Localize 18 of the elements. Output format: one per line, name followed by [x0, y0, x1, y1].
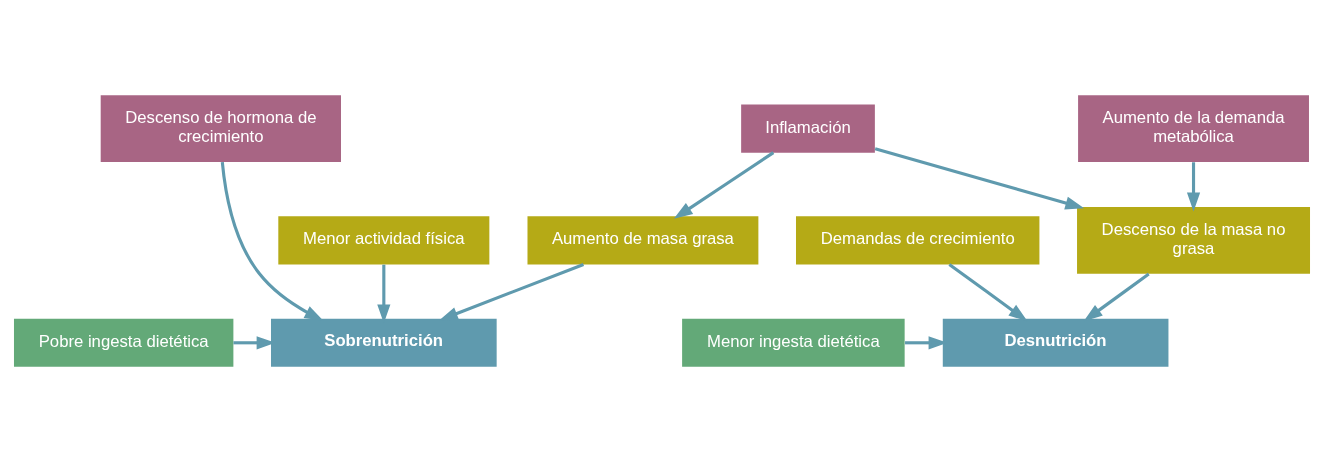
node-box: Demandas de crecimiento: [796, 215, 1040, 264]
arrow: [874, 146, 1085, 209]
node-box: Descenso de hormona de crecimiento: [100, 94, 341, 162]
arrow: [1083, 272, 1150, 321]
arrow: [1186, 161, 1201, 211]
node-box: Sobrenutrición: [271, 318, 497, 367]
node-box: Aumento de la demanda metabólica: [1078, 94, 1309, 162]
node-box: Menor ingesta dietética: [682, 318, 905, 367]
node-box: Menor actividad física: [278, 215, 490, 264]
node-box: Desnutrición: [942, 318, 1169, 367]
arrow: [220, 161, 324, 321]
node-box: Pobre ingesta dietética: [14, 318, 234, 367]
arrow: [673, 150, 775, 219]
node-box: Inflamación: [741, 104, 875, 153]
node-box: Aumento de masa grasa: [527, 215, 759, 264]
node-box: Descenso de la masa no grasa: [1077, 206, 1310, 274]
arrow: [439, 262, 585, 320]
arrow: [948, 262, 1028, 321]
